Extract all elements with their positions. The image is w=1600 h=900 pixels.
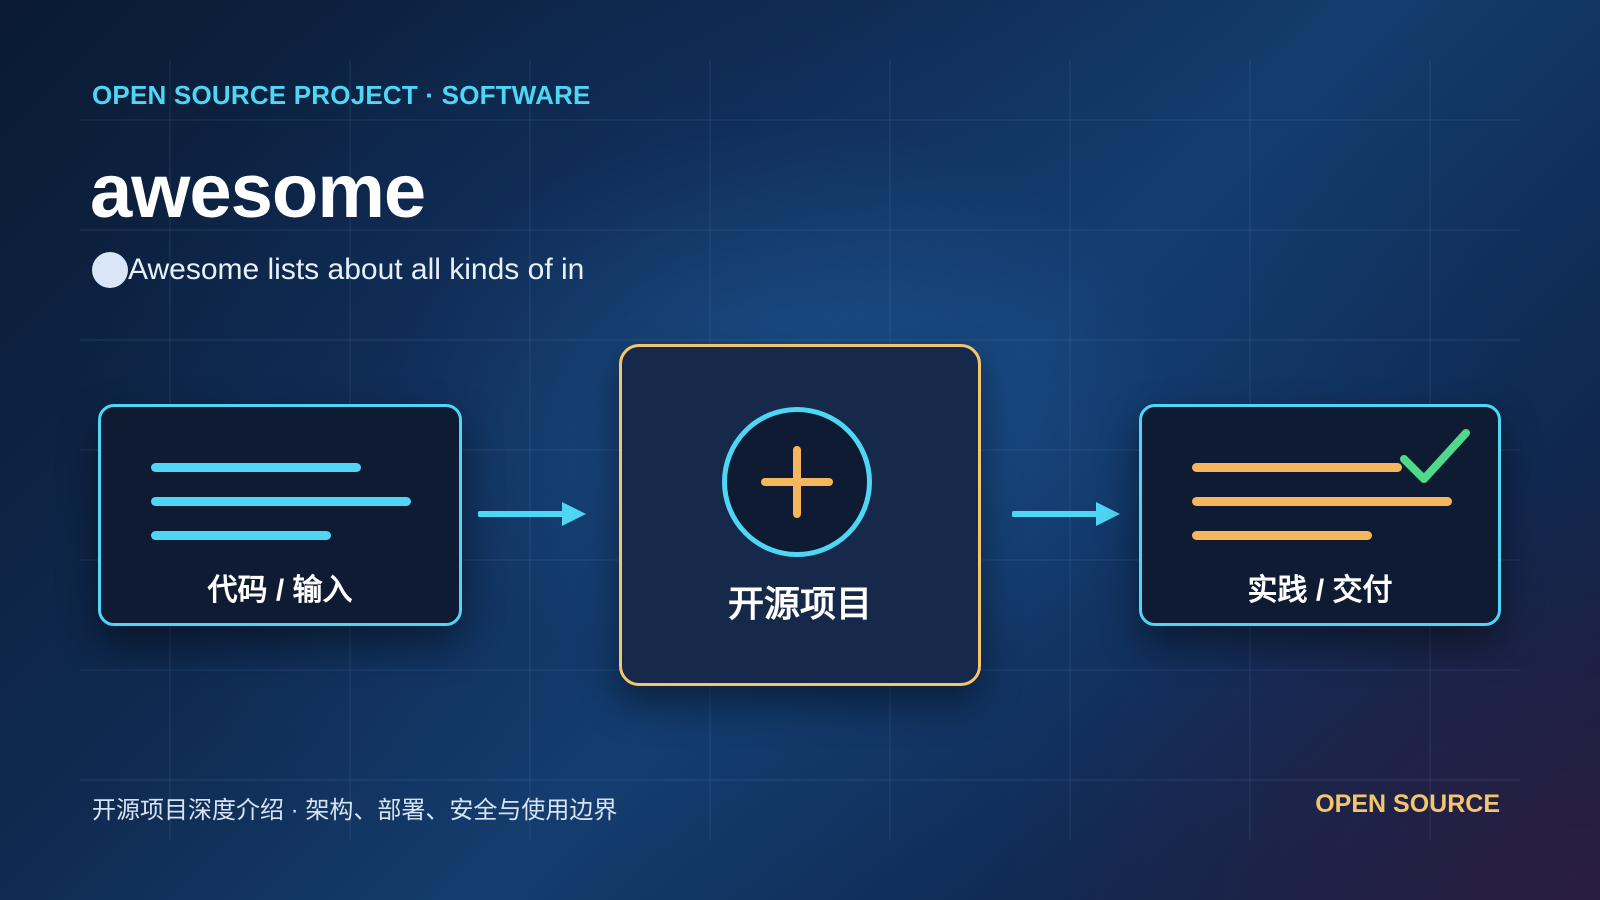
footer-badge: OPEN SOURCE <box>1315 790 1500 818</box>
page-title: awesome <box>90 149 426 234</box>
footer-caption: 开源项目深度介绍 · 架构、部署、安全与使用边界 <box>92 797 618 824</box>
project-card: 开源项目 <box>619 344 981 686</box>
project-card-label: 开源项目 <box>727 583 872 624</box>
output-card-label: 实践 / 交付 <box>1247 574 1393 607</box>
text-line-icon <box>1192 531 1372 540</box>
input-card: 代码 / 输入 <box>98 404 462 626</box>
input-card-label: 代码 / 输入 <box>207 574 353 607</box>
subtitle: Awesome lists about all kinds of in <box>92 252 584 288</box>
text-line-icon <box>151 531 331 540</box>
text-line-icon <box>151 463 361 472</box>
plus-circle-icon <box>722 407 872 557</box>
output-card: 实践 / 交付 <box>1139 404 1501 626</box>
text-line-icon <box>151 497 411 506</box>
arrow-right-icon <box>1012 502 1120 526</box>
arrow-right-icon <box>478 502 586 526</box>
subtitle-text: Awesome lists about all kinds of in <box>128 253 585 286</box>
text-line-icon <box>1192 463 1402 472</box>
eyebrow-label: OPEN SOURCE PROJECT · SOFTWARE <box>92 80 591 110</box>
text-line-icon <box>1192 497 1452 506</box>
checkmark-icon <box>1400 429 1470 483</box>
bullet-dot-icon <box>92 252 128 288</box>
